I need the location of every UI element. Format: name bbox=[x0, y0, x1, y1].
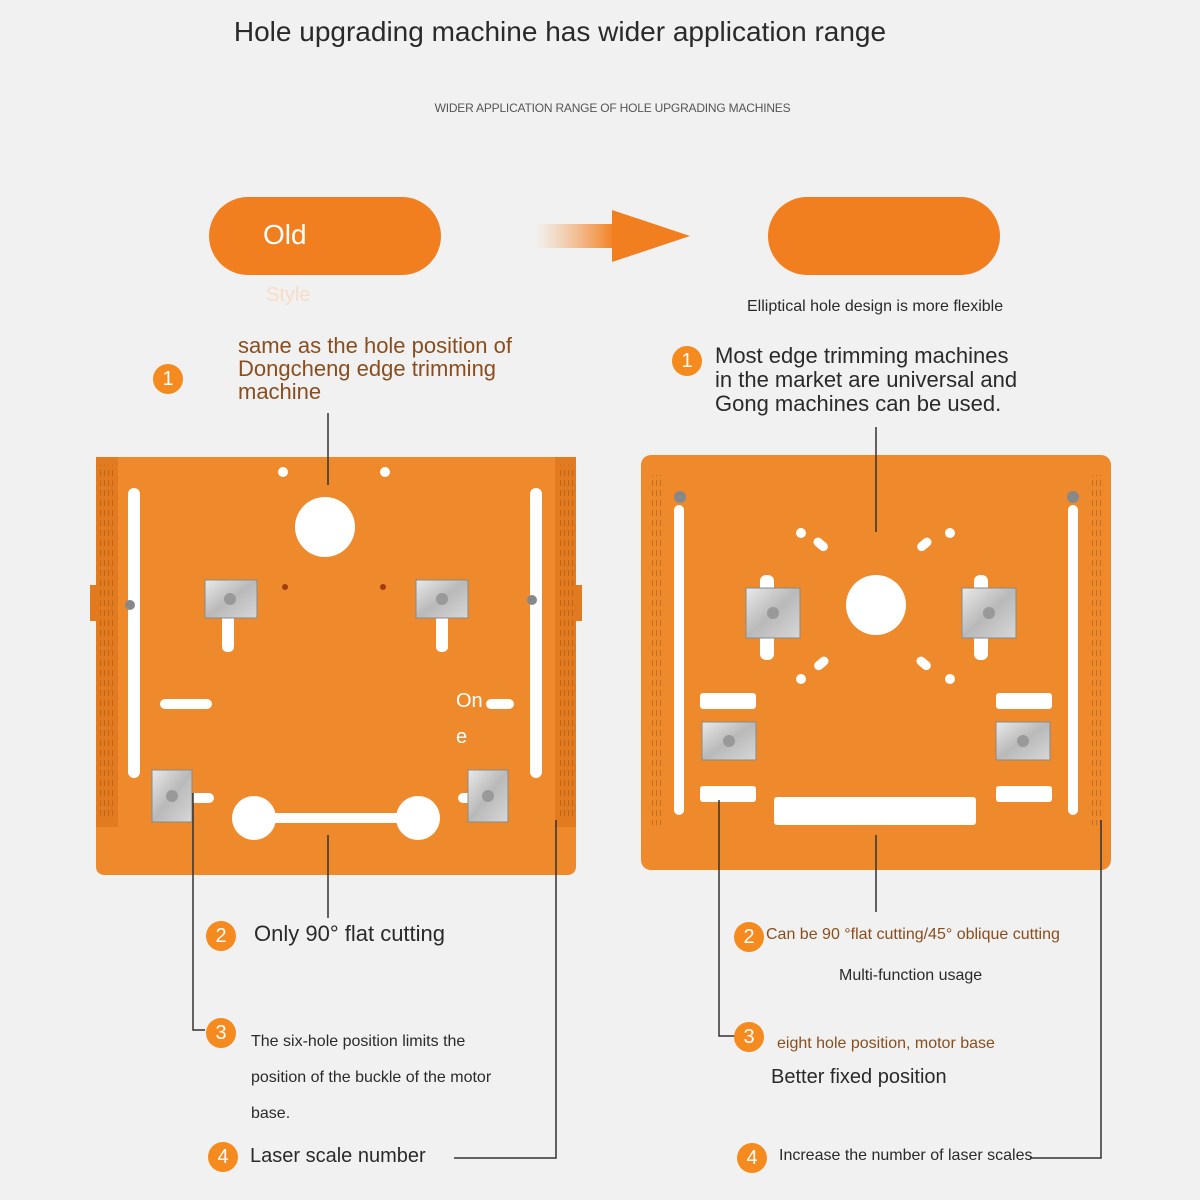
right-number-2: 2 bbox=[734, 922, 764, 952]
right-callout-4: Increase the number of laser scales bbox=[779, 1147, 1033, 1164]
left-callout-1: same as the hole position of Dongcheng e… bbox=[238, 333, 512, 404]
page-subtitle: WIDER APPLICATION RANGE OF HOLE UPGRADIN… bbox=[434, 101, 791, 115]
right-plate bbox=[641, 455, 1111, 870]
elliptical-note: Elliptical hole design is more flexible bbox=[747, 298, 1004, 315]
plate-label-line1: On bbox=[456, 690, 483, 712]
right-number-1: 1 bbox=[672, 346, 702, 376]
left-callout-2: Only 90° flat cutting bbox=[254, 921, 446, 946]
page-title: Hole upgrading machine has wider applica… bbox=[233, 16, 887, 47]
new-style-pill bbox=[768, 197, 1000, 275]
left-plate bbox=[90, 457, 582, 875]
plate-label-line2: e bbox=[456, 726, 468, 748]
left-number-3: 3 bbox=[206, 1018, 236, 1048]
old-pill-label: Old bbox=[263, 219, 307, 250]
right-number-4: 4 bbox=[737, 1143, 767, 1173]
right-callout-2: Can be 90 °flat cutting/45° oblique cutt… bbox=[766, 926, 1060, 943]
connector-lines bbox=[192, 413, 1102, 1159]
right-callout-2-sub: Multi-function usage bbox=[839, 967, 983, 984]
left-number-4: 4 bbox=[208, 1142, 238, 1172]
left-number-2: 2 bbox=[206, 921, 236, 951]
right-callout-3: eight hole position, motor base bbox=[777, 1035, 995, 1052]
right-callout-1: Most edge trimming machines in the marke… bbox=[715, 343, 1018, 416]
left-callout-3: The six-hole position limits the positio… bbox=[251, 1033, 492, 1122]
old-style-ghost-text: Style bbox=[266, 284, 311, 306]
right-number-3: 3 bbox=[734, 1022, 764, 1052]
left-number-1: 1 bbox=[153, 364, 183, 394]
old-style-pill: Old bbox=[209, 197, 441, 275]
right-callout-3-sub: Better fixed position bbox=[771, 1066, 947, 1088]
left-callout-4: Laser scale number bbox=[250, 1145, 426, 1167]
